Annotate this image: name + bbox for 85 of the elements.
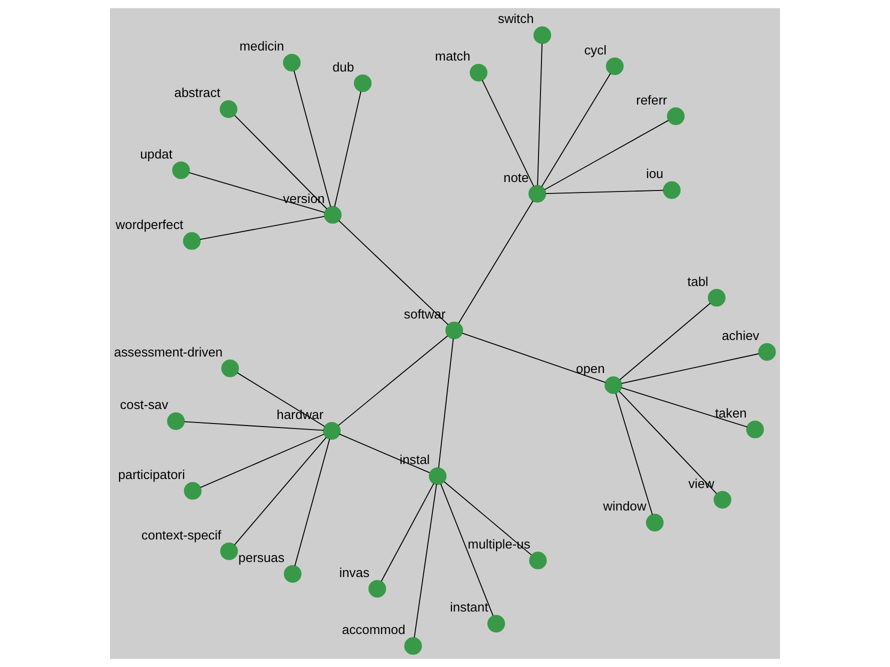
node-circle [534,26,552,44]
node-label: participatori [118,466,185,482]
node-circle [354,74,372,92]
connector [338,335,448,426]
connector [537,43,543,186]
node-label: dub [332,59,354,74]
connector [615,392,653,516]
node-circle [528,184,546,203]
node-circle [714,490,732,509]
node-label: switch [498,11,534,26]
connector [438,338,454,468]
node-label: wordperfect [116,216,184,232]
connector [294,438,330,566]
connector [414,484,437,638]
node-circle [184,482,202,500]
node-label: tabl [687,274,708,289]
node-circle [746,420,764,438]
connector [234,114,328,210]
node-circle [758,343,776,361]
node-circle [646,514,664,532]
node-label: window [603,498,646,514]
node-circle [428,467,446,485]
connector [188,172,326,213]
node-label: assessment-driven [114,344,223,360]
node-label: instal [400,452,430,468]
connector [184,421,324,431]
node-label: context-specif [141,527,222,542]
node-circle [368,580,386,598]
connector [619,302,711,380]
node-label: referr [636,92,668,108]
node-circle [183,232,201,250]
node-label: cycl [584,42,606,58]
node-label: cost-sav [120,397,168,412]
connector [234,436,327,546]
connector [541,72,611,188]
connector [544,120,669,190]
node-circle [323,422,341,440]
node-label: instant [450,600,488,615]
node-circle [487,614,506,633]
connector [236,372,325,427]
node-circle [666,107,685,126]
node-circle [606,57,624,76]
node-circle [708,288,726,307]
connector [200,216,325,240]
connector [545,190,664,194]
node-circle [220,542,238,560]
connector [444,481,532,556]
node-label: updat [140,146,172,162]
node-label: match [435,48,470,64]
node-circle [220,100,238,118]
node-label: note [504,170,529,185]
node-circle [172,161,190,180]
node-circle [283,54,301,72]
connector [462,332,606,383]
connector [334,91,362,208]
node-label: accommod [342,622,406,637]
connector [482,80,534,187]
node-circle [445,322,464,340]
node-label: achiev [722,328,760,343]
node-label: medicin [240,38,284,54]
node-circle [167,412,185,430]
node-circle [324,206,342,224]
connector [380,483,434,582]
connector [620,387,748,428]
node-circle [284,565,302,583]
connector [621,353,760,384]
node-circle [470,64,488,82]
node-label: persuas [238,550,284,565]
connector [338,220,448,326]
connector [440,484,494,616]
connector [200,434,324,488]
node-label: iou [646,166,664,182]
connector [338,434,430,474]
connector [618,390,718,494]
node-label: open [576,361,605,376]
node-circle [529,552,547,570]
connector [458,200,534,324]
node-label: taken [715,405,747,420]
node-circle [662,181,681,199]
node-label: invas [339,564,370,580]
node-circle [604,376,622,394]
connector [294,70,332,208]
node-label: abstract [174,85,220,100]
node-circle [404,637,422,655]
node-circle [221,360,239,378]
